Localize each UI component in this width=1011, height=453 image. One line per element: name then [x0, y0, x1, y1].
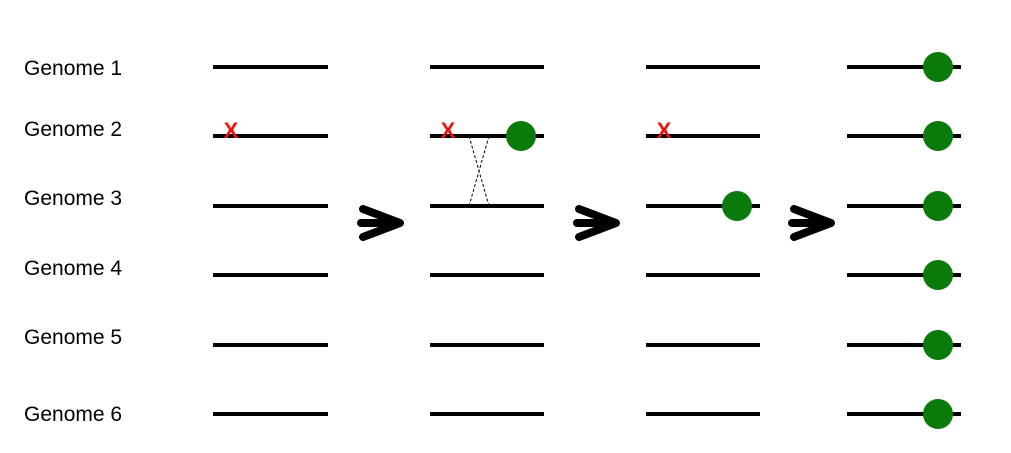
stage-arrows [357, 205, 835, 241]
allele-dot [923, 260, 953, 290]
crossover-line [468, 135, 490, 207]
allele-dot [923, 399, 953, 429]
genome-label-1: Genome 1 [24, 57, 122, 80]
genome-label-5: Genome 5 [24, 326, 122, 349]
chevron-right-arrow-icon [788, 205, 835, 241]
mutation-x-marker: X [441, 118, 456, 143]
chevron-right-arrow-icon [357, 205, 404, 241]
allele-dot [923, 52, 953, 82]
genome-label-3: Genome 3 [24, 187, 122, 210]
genome-label-2: Genome 2 [24, 118, 122, 141]
stage-1-panel: X [213, 65, 328, 416]
genome-label-4: Genome 4 [24, 257, 122, 280]
allele-dot [923, 121, 953, 151]
mutation-x-marker: X [657, 118, 672, 143]
allele-dot [923, 330, 953, 360]
allele-dot [923, 191, 953, 221]
allele-dot [722, 191, 752, 221]
genome-labels: Genome 1 Genome 2 Genome 3 Genome 4 Geno… [24, 57, 122, 426]
stage-2-panel: X [430, 65, 544, 416]
allele-dot [506, 121, 536, 151]
stage-4-panel [847, 52, 961, 429]
stage-3-panel: X [646, 65, 760, 416]
genome-label-6: Genome 6 [24, 403, 122, 426]
chevron-right-arrow-icon [573, 205, 620, 241]
mutation-x-marker: X [224, 118, 239, 143]
